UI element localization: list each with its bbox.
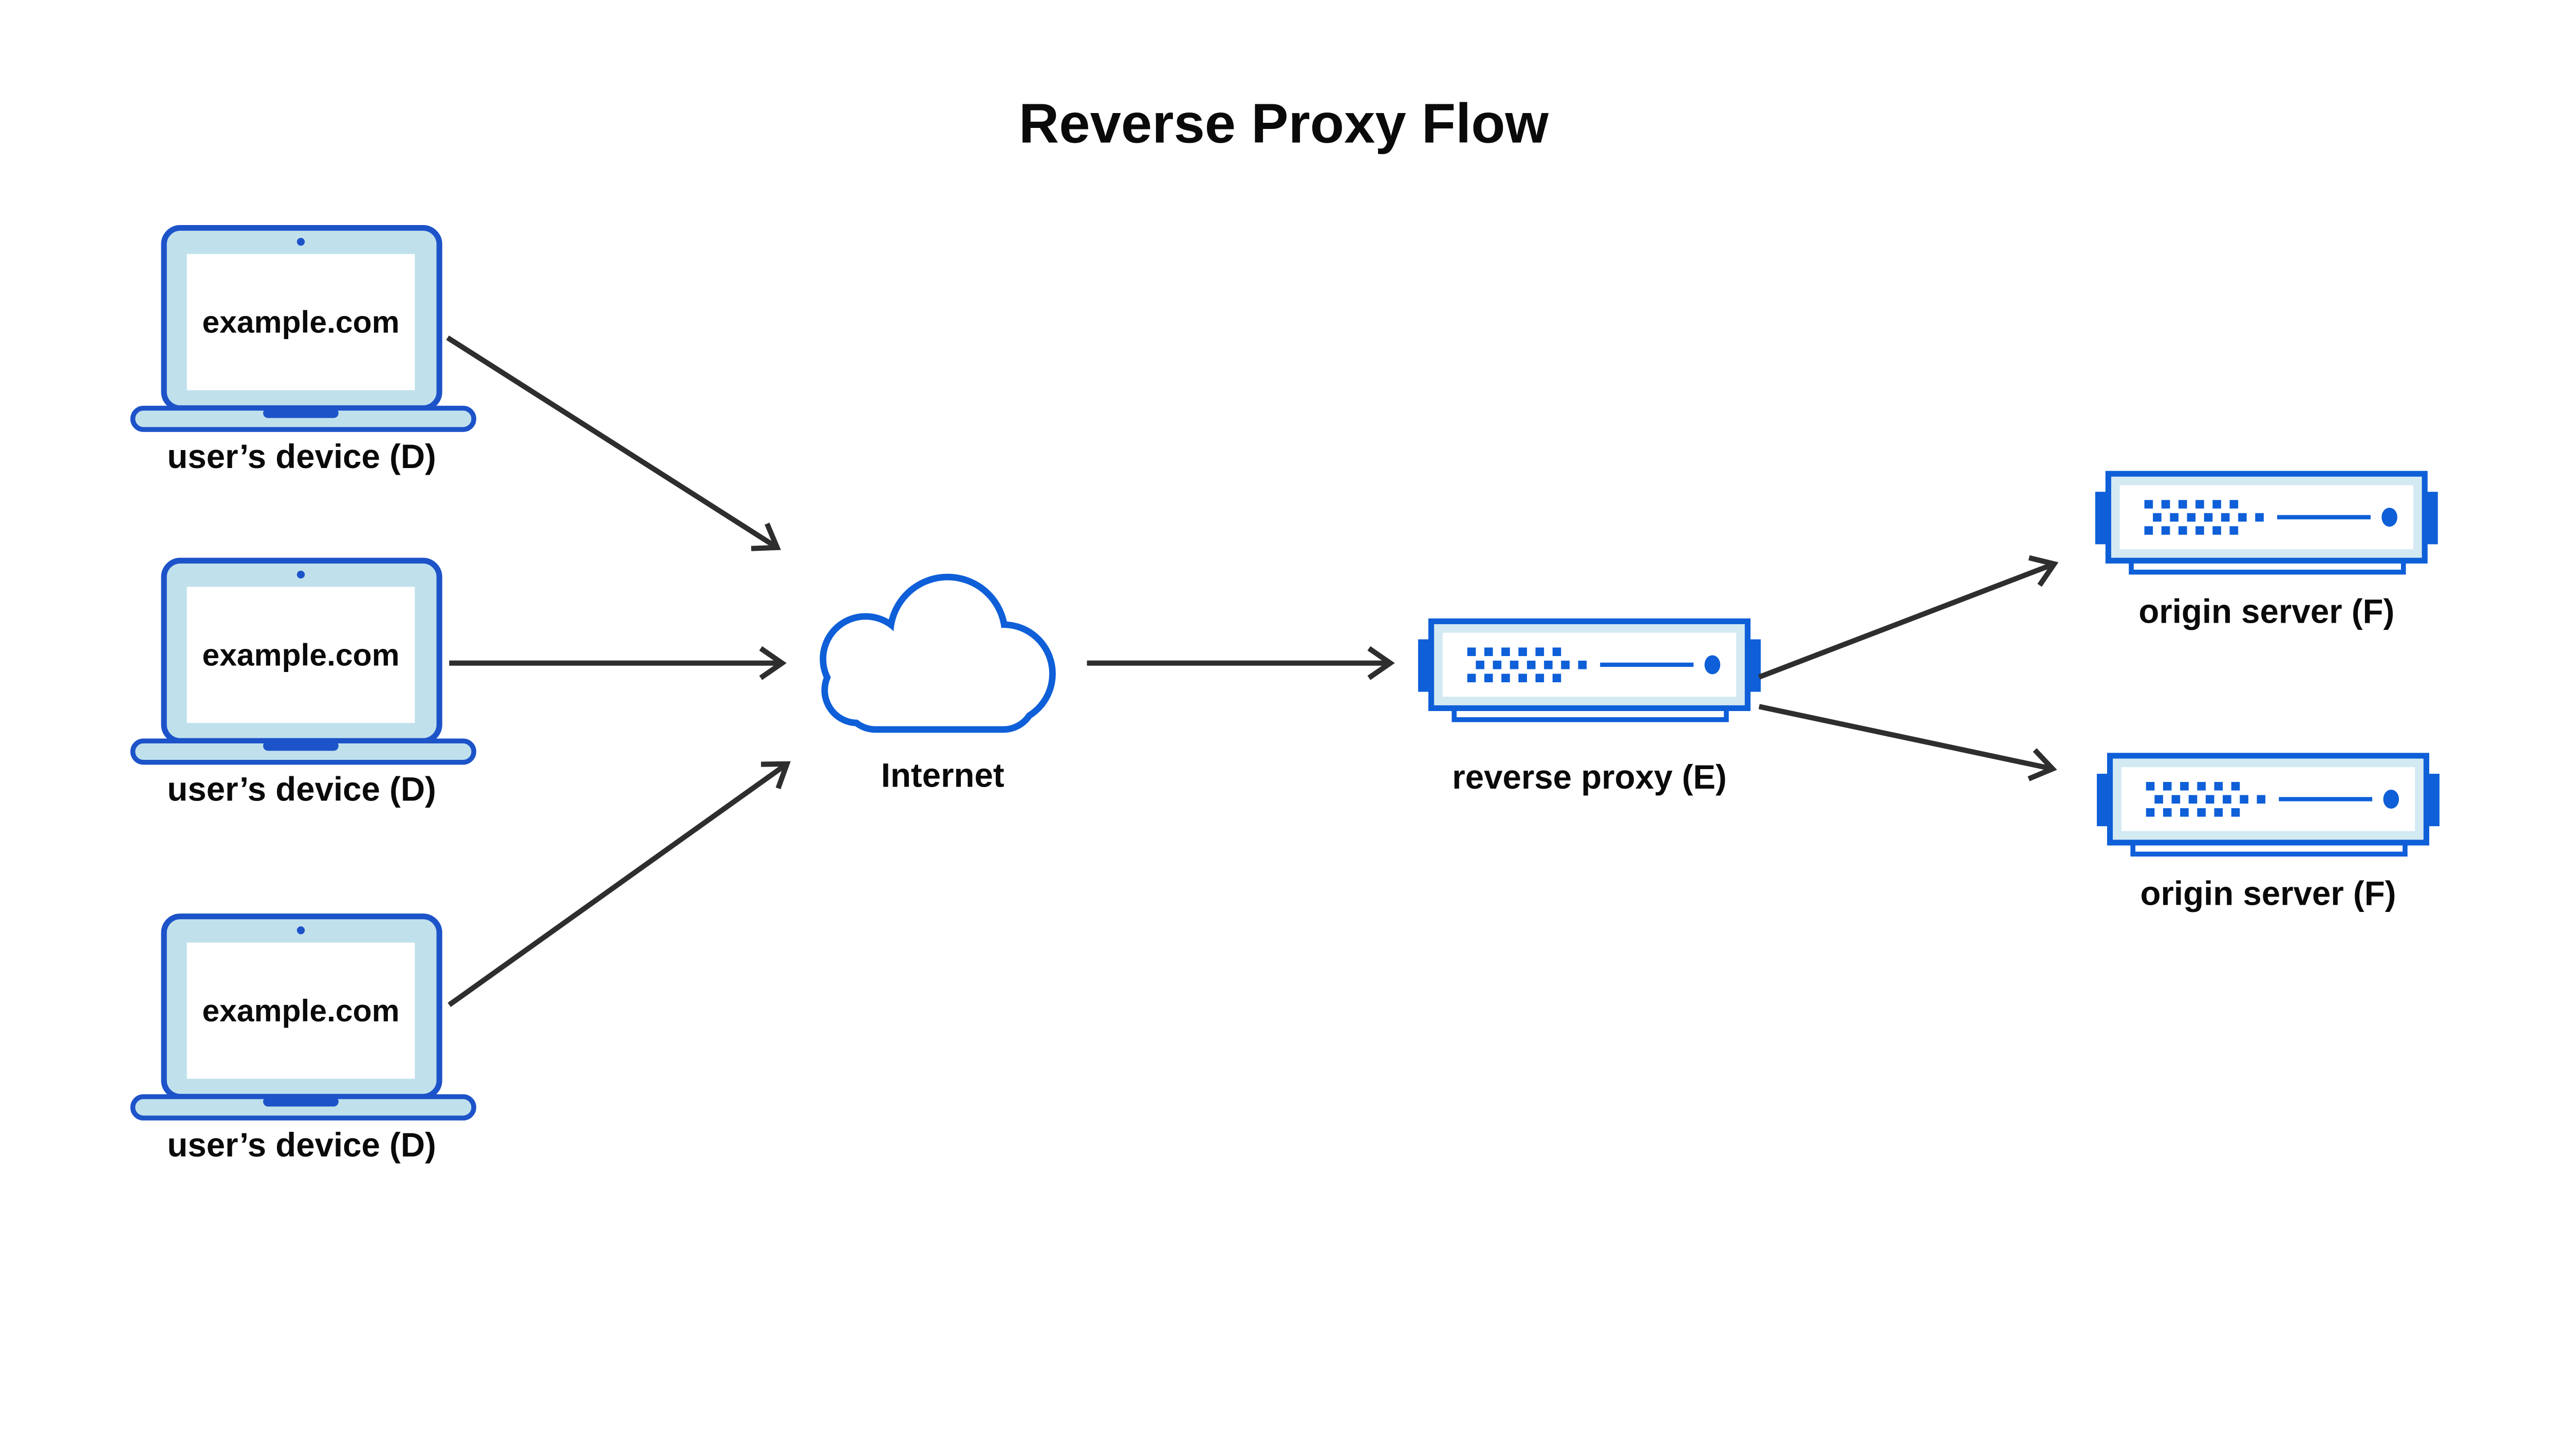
node-origin-server-1: origin server (F): [2095, 471, 2438, 630]
laptop-icon: [130, 225, 476, 432]
node-user-device-1: example.com user’s device (D): [130, 225, 476, 475]
diagram-canvas: Reverse Proxy Flow example.com user’s de…: [130, 92, 2440, 1164]
camera-dot-icon: [296, 237, 305, 246]
reverse-proxy-flow-diagram: Reverse Proxy Flow example.com user’s de…: [130, 92, 2440, 1164]
device-label: user’s device (D): [167, 771, 436, 808]
device-label: user’s device (D): [167, 438, 436, 475]
origin-label: origin server (F): [2138, 593, 2394, 630]
node-origin-server-2: origin server (F): [2097, 753, 2440, 912]
device-screen-text: example.com: [202, 637, 399, 672]
node-internet: Internet: [820, 573, 1056, 794]
device-screen-text: example.com: [202, 305, 399, 340]
origin-label: origin server (F): [2140, 874, 2396, 912]
laptop-icon: [130, 913, 476, 1121]
server-vents: [2144, 500, 2264, 535]
server-power-dot: [2381, 508, 2397, 527]
proxy-label: reverse proxy (E): [1452, 758, 1726, 796]
camera-dot-icon: [296, 926, 305, 935]
hinge-notch: [263, 741, 339, 751]
node-user-device-3: example.com user’s device (D): [130, 913, 476, 1164]
server-icon: [2095, 471, 2438, 575]
node-reverse-proxy: reverse proxy (E): [1418, 618, 1761, 796]
device-screen-text: example.com: [202, 993, 399, 1028]
hinge-notch: [263, 408, 339, 418]
arrow-device1-to-internet: [446, 335, 781, 551]
arrow-device3-to-internet: [448, 761, 791, 1007]
server-vents: [1467, 647, 1587, 683]
server-icon: [2097, 753, 2440, 857]
flow-arrows: [446, 335, 2059, 1007]
server-power-dot: [2383, 790, 2399, 809]
server-power-dot: [1704, 655, 1721, 675]
page-title: Reverse Proxy Flow: [1019, 92, 1549, 155]
node-user-device-2: example.com user’s device (D): [130, 557, 476, 808]
arrow-proxy-to-origin1: [1758, 555, 2059, 680]
device-label: user’s device (D): [167, 1126, 436, 1164]
arrow-proxy-to-origin2: [1758, 704, 2057, 781]
cloud-icon: [820, 573, 1056, 733]
laptop-icon: [130, 557, 476, 765]
server-vents: [2146, 782, 2266, 817]
camera-dot-icon: [296, 570, 305, 579]
hinge-notch: [263, 1096, 339, 1107]
server-icon: [1418, 618, 1761, 722]
internet-label: Internet: [881, 757, 1004, 794]
